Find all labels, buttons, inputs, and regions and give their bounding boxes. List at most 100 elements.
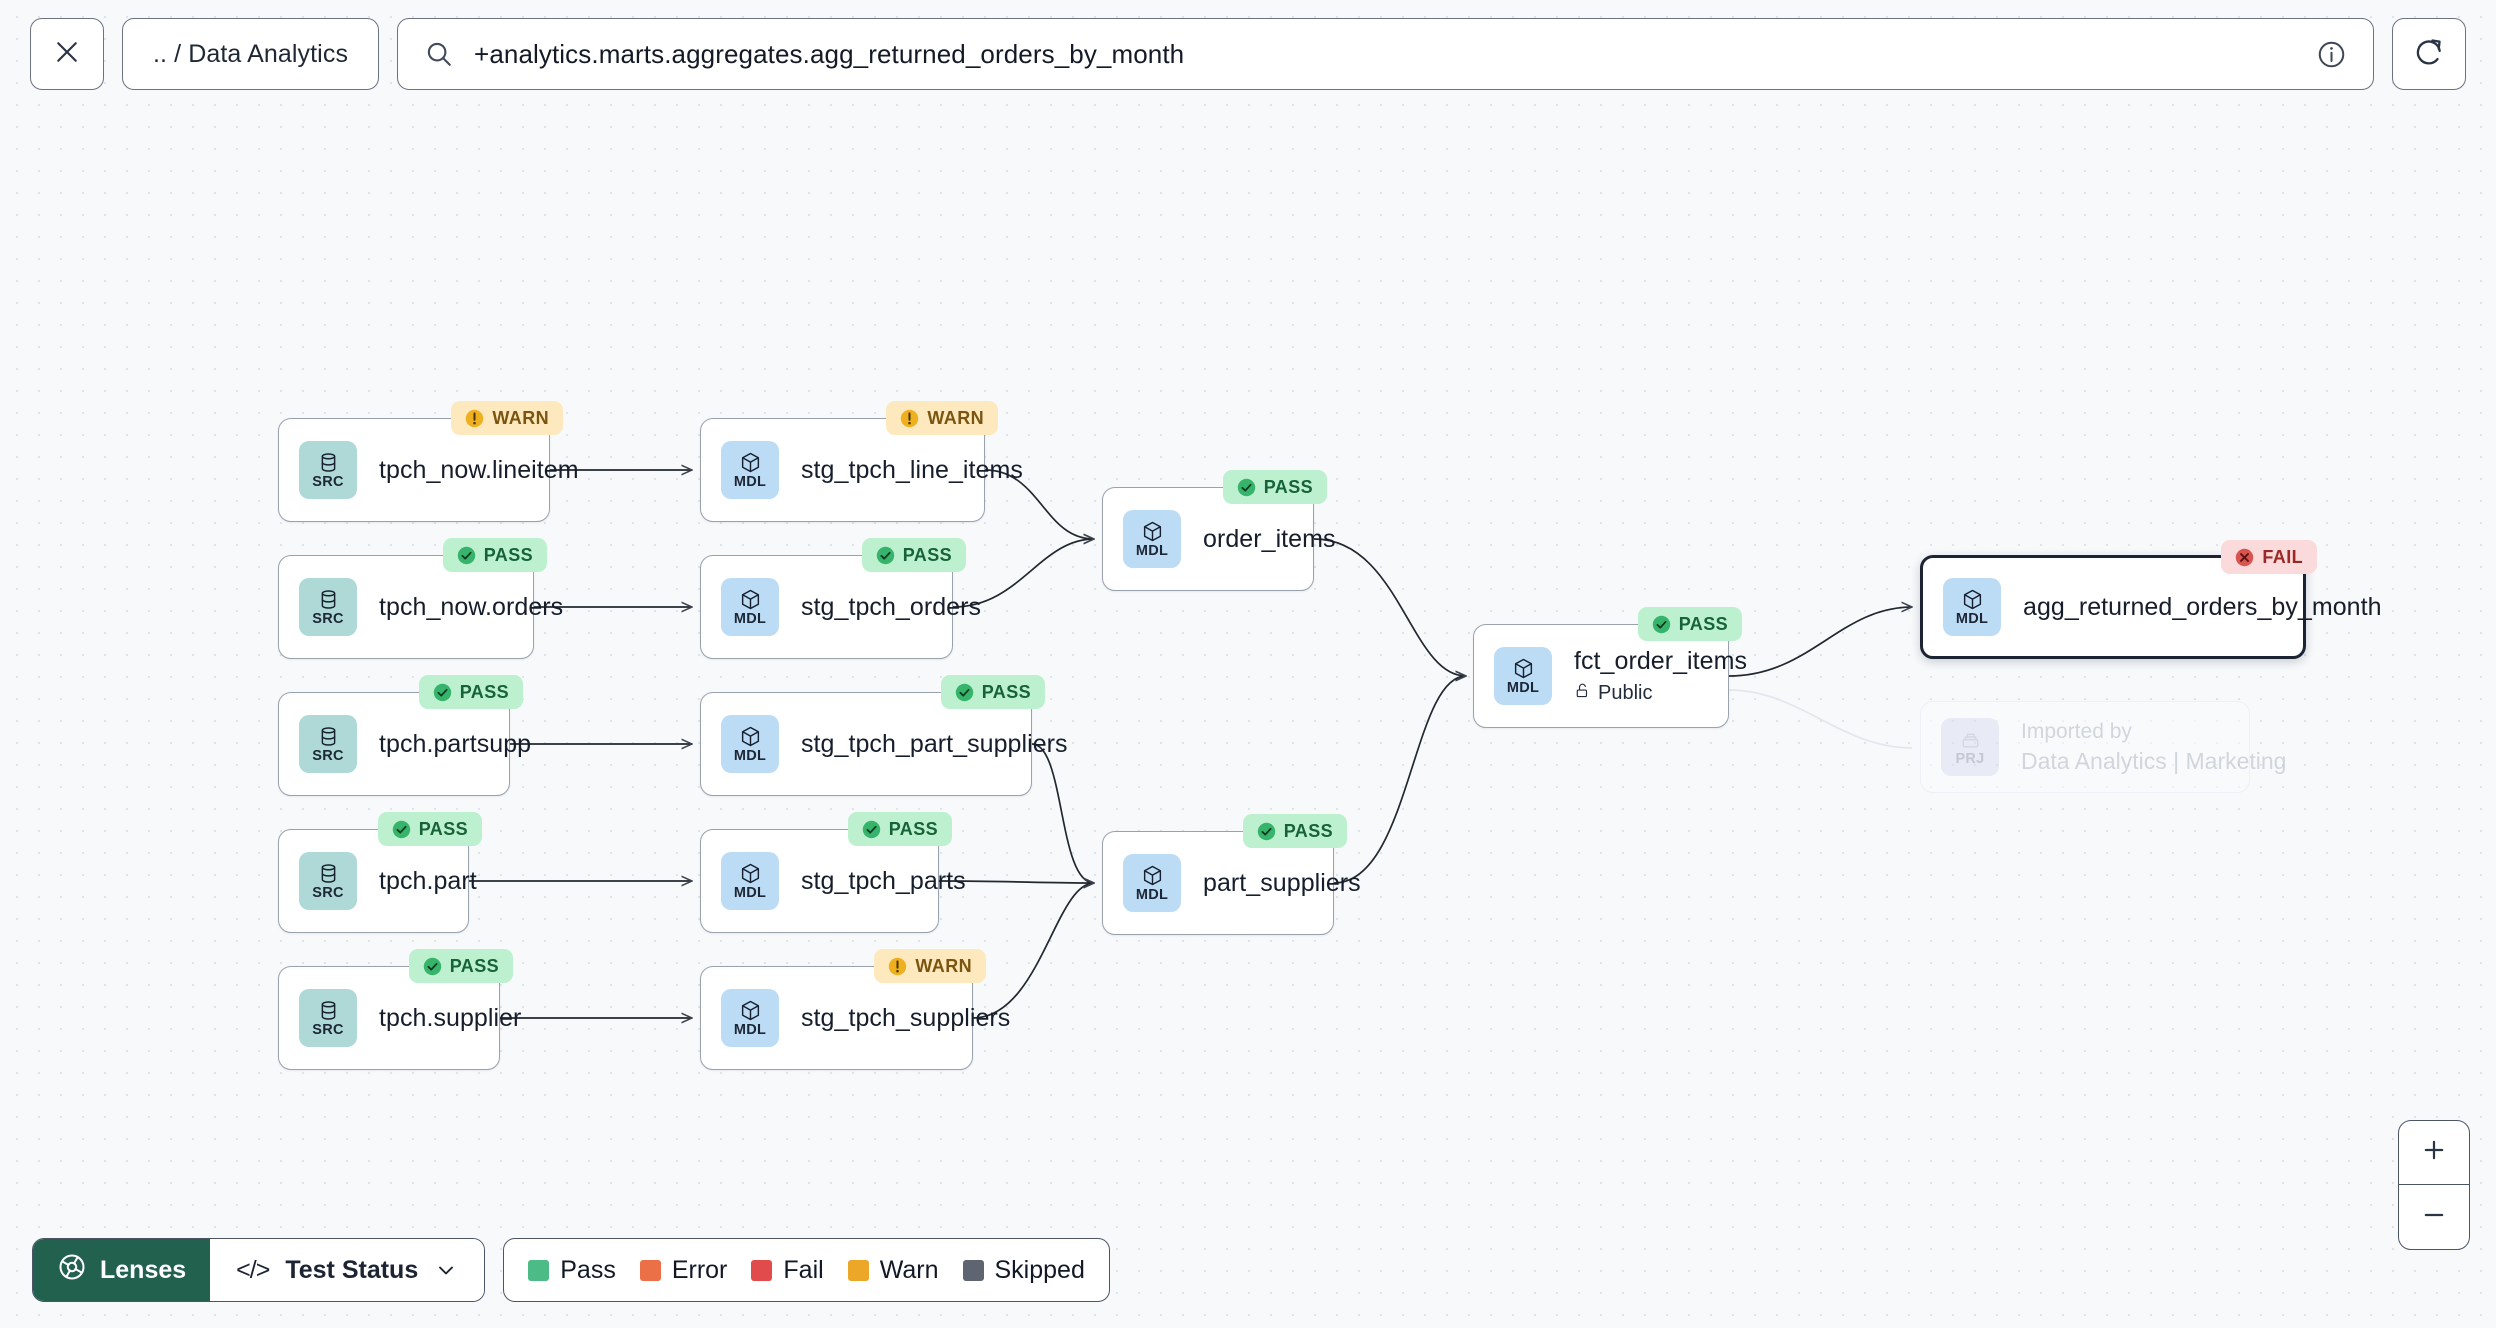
node-type-label: SRC (312, 1021, 344, 1038)
status-icon (392, 820, 411, 839)
test-status-label: Test Status (285, 1255, 419, 1284)
legend-item-warn[interactable]: Warn (847, 1256, 939, 1285)
legend-swatch (847, 1259, 869, 1281)
project-icon: PRJ (1941, 718, 1999, 776)
status-icon (1257, 822, 1276, 841)
node-body: tpch_now.lineitem (357, 456, 603, 485)
lenses-control[interactable]: Lenses </> Test Status (32, 1238, 486, 1302)
status-label: PASS (1283, 820, 1333, 841)
status-badge-pass: PASS (940, 675, 1045, 709)
unlock-icon (1574, 681, 1591, 706)
close-button[interactable] (30, 18, 104, 90)
node-type-label: MDL (1135, 542, 1169, 559)
test-status-dropdown[interactable]: </> Test Status (210, 1239, 485, 1301)
status-label: PASS (1678, 613, 1728, 634)
aperture-icon (57, 1252, 87, 1289)
search-bar[interactable]: +analytics.marts.aggregates.agg_returned… (397, 18, 2374, 90)
search-input[interactable]: +analytics.marts.aggregates.agg_returned… (474, 38, 1185, 69)
node-visibility-label: Public (1598, 681, 1653, 704)
bottom-toolbar: Lenses </> Test Status Pass Error Fail Warn… (32, 1238, 1110, 1302)
zoom-in-button[interactable] (2399, 1121, 2469, 1185)
status-badge-pass: PASS (1637, 607, 1742, 641)
status-label: WARN (492, 407, 549, 428)
status-label: PASS (459, 681, 509, 702)
node-type-label: MDL (733, 610, 767, 627)
status-icon (1652, 615, 1671, 634)
node-body: tpch.supplier (357, 1004, 545, 1033)
refresh-icon (2413, 36, 2445, 73)
status-icon (862, 820, 881, 839)
graph-node-stg_tpch_orders[interactable]: MDL stg_tpch_orders PASS (700, 538, 981, 659)
legend-item-skipped[interactable]: Skipped (962, 1256, 1085, 1285)
database-icon: SRC (299, 852, 357, 910)
refresh-button[interactable] (2392, 18, 2466, 90)
code-icon: </> (236, 1255, 270, 1284)
status-label: WARN (927, 407, 984, 428)
breadcrumb[interactable]: .. / Data Analytics (122, 18, 380, 90)
legend-item-error[interactable]: Error (639, 1255, 728, 1285)
status-label: PASS (902, 544, 952, 565)
legend-item-pass[interactable]: Pass (528, 1256, 616, 1285)
cube-icon: MDL (721, 852, 779, 910)
status-badge-pass: PASS (418, 675, 523, 709)
node-title: stg_tpch_orders (801, 592, 982, 621)
legend-swatch (962, 1259, 984, 1281)
status-label: PASS (418, 818, 468, 839)
node-body: tpch.partsupp (357, 730, 555, 759)
node-title: order_items (1203, 524, 1336, 553)
imported-by-label: Imported by (2021, 719, 2132, 743)
legend-label: Fail (783, 1255, 824, 1284)
node-body: stg_tpch_suppliers (779, 1004, 1034, 1033)
plus-icon (2420, 1136, 2448, 1169)
node-body: stg_tpch_orders (779, 593, 1005, 622)
legend-label: Error (671, 1255, 728, 1284)
top-toolbar: .. / Data Analytics +analytics.marts.agg… (0, 0, 2496, 108)
cube-icon: MDL (721, 578, 779, 636)
imported-by-value: Data Analytics | Marketing (2021, 747, 2287, 774)
status-label: PASS (483, 544, 533, 565)
status-icon (876, 546, 895, 565)
node-type-label: SRC (312, 473, 344, 490)
node-visibility: Public (1574, 681, 1747, 706)
status-label: WARN (915, 955, 972, 976)
status-icon (465, 409, 484, 428)
database-icon: SRC (299, 715, 357, 773)
cube-icon: MDL (721, 989, 779, 1047)
zoom-out-button[interactable] (2399, 1185, 2469, 1249)
node-body: tpch_now.orders (357, 593, 587, 622)
node-type-label: MDL (733, 884, 767, 901)
database-icon: SRC (299, 989, 357, 1047)
legend-item-fail[interactable]: Fail (751, 1255, 824, 1285)
cube-icon: MDL (1123, 854, 1181, 912)
node-body: tpch.part (357, 867, 501, 896)
graph-node-imported-by[interactable]: PRJ Imported by Data Analytics | Marketing (1920, 701, 2286, 793)
status-badge-pass: PASS (847, 812, 952, 846)
status-legend: Pass Error Fail Warn Skipped (503, 1238, 1110, 1302)
info-icon[interactable] (2316, 39, 2347, 70)
lenses-button[interactable]: Lenses (33, 1239, 211, 1301)
cube-icon: MDL (721, 715, 779, 773)
status-badge-pass: PASS (442, 538, 547, 572)
node-body: stg_tpch_part_suppliers (779, 730, 1092, 759)
node-type-label: MDL (1135, 886, 1169, 903)
status-badge-warn: WARN (874, 949, 986, 983)
status-badge-warn: WARN (886, 401, 998, 435)
minus-icon (2420, 1201, 2448, 1234)
status-icon (888, 957, 907, 976)
status-icon (433, 683, 452, 702)
